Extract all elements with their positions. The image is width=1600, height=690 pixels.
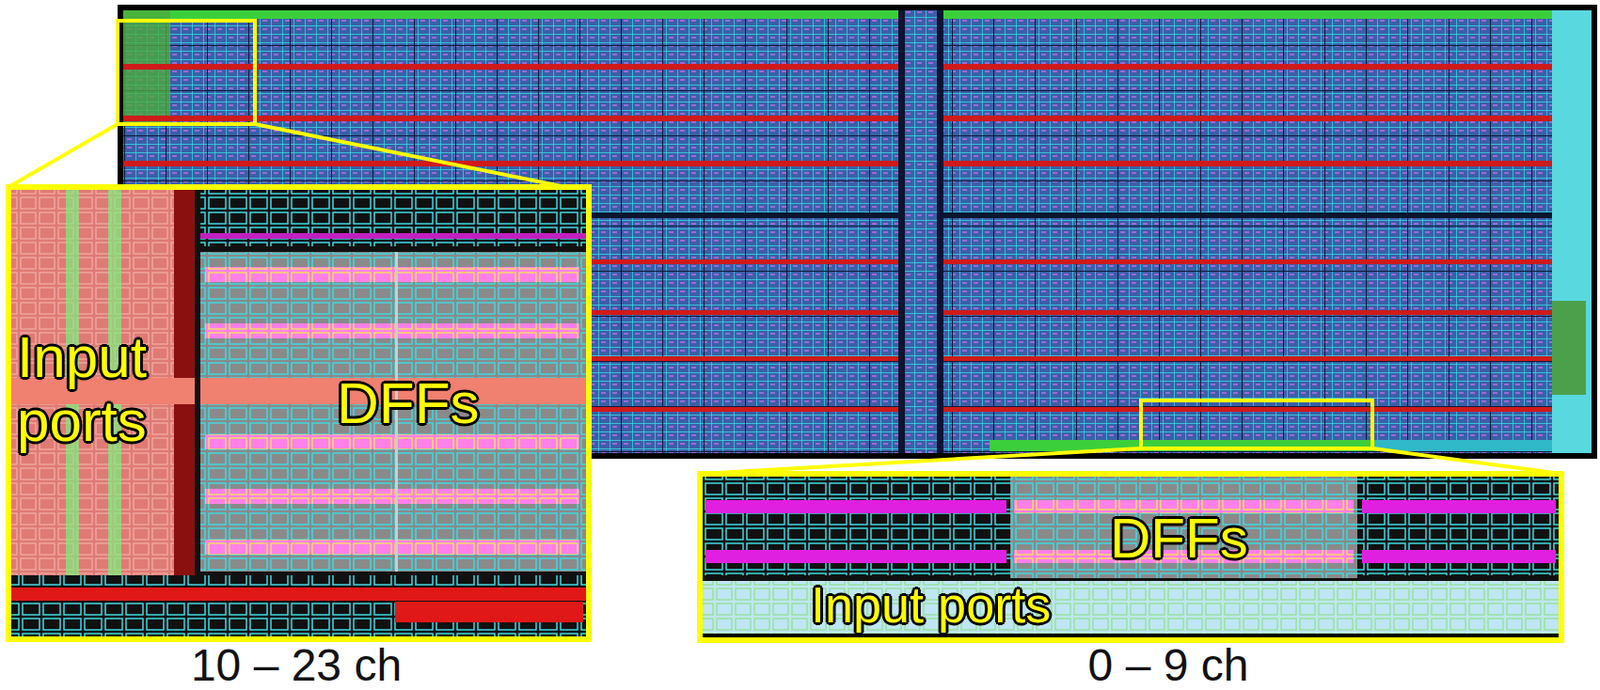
region-label: Input ports [810, 577, 1051, 634]
region-label: DFFs [336, 371, 480, 436]
channel-caption: 0 – 9 ch [1088, 643, 1250, 689]
region-label: DFFs [1109, 507, 1249, 571]
channel-caption: 10 – 23 ch [190, 643, 402, 689]
region-label: Input ports [16, 325, 206, 454]
